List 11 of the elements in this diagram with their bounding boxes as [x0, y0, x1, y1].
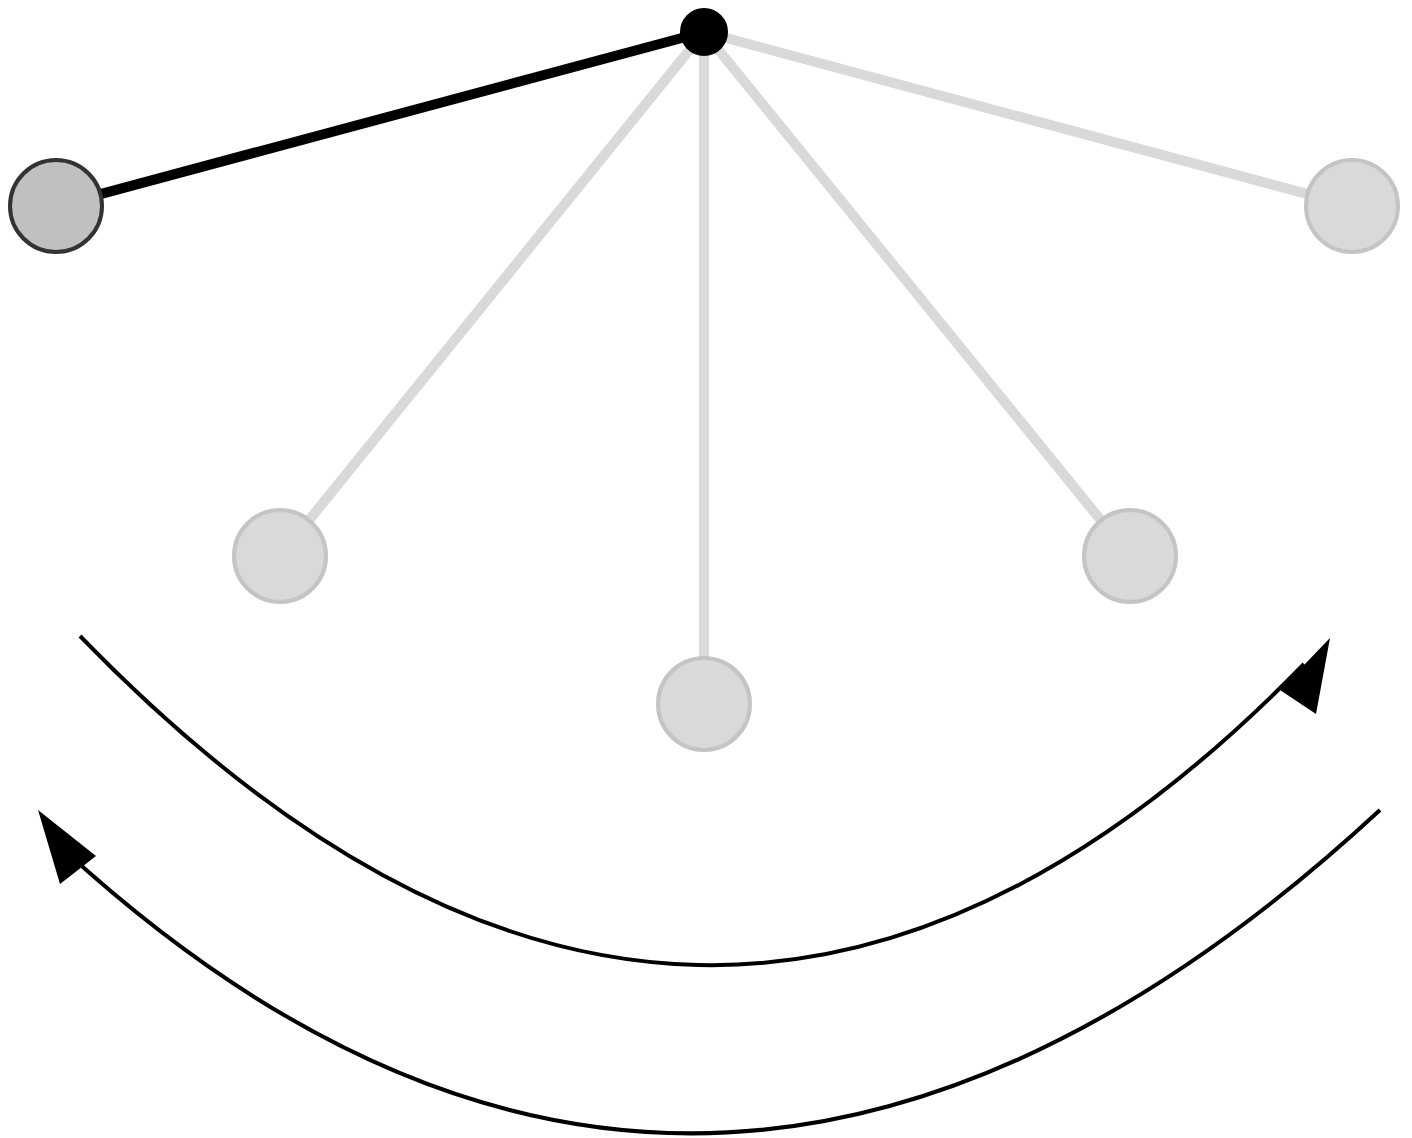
pendulum-bob: [1082, 508, 1178, 604]
pendulum-rod: [723, 32, 1309, 199]
pendulum-rod: [714, 45, 1105, 524]
pendulum-rod: [99, 32, 685, 199]
pendulum-bob: [1304, 158, 1400, 254]
pendulum-bob: [8, 158, 104, 254]
pendulum-rod: [699, 54, 709, 658]
pendulum-bob: [656, 656, 752, 752]
pivot-point: [680, 8, 728, 56]
pendulum-rod: [305, 45, 695, 524]
pendulum-bob: [232, 508, 328, 604]
